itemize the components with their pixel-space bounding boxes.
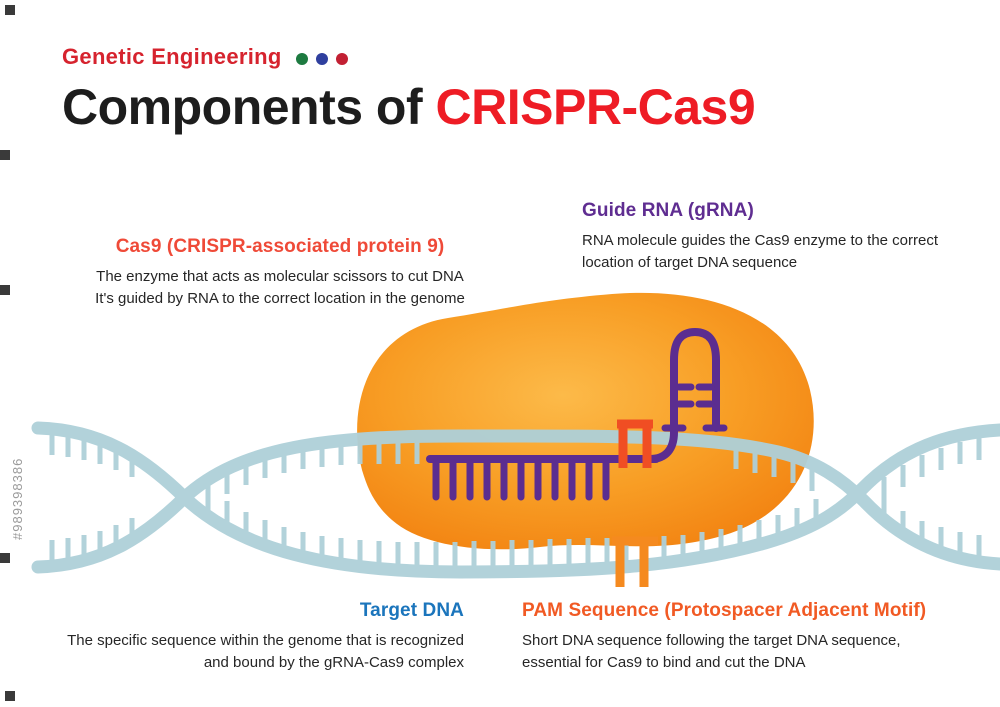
cas9-description-line1: The enzyme that acts as molecular scisso… <box>96 268 464 285</box>
page-title: Components of CRISPR-Cas9 <box>62 78 756 136</box>
green-dot-icon <box>295 53 308 65</box>
watermark-mark <box>5 5 15 15</box>
target-dna-title: Target DNA <box>359 600 464 621</box>
guide-rna <box>426 328 728 501</box>
title-main: Components of <box>62 79 436 135</box>
grna-description-line2: location of target DNA sequence <box>582 254 798 271</box>
title-accent: CRISPR-Cas9 <box>435 79 756 135</box>
eyebrow-label: Genetic Engineering <box>62 44 282 69</box>
pam-marker-top <box>617 419 653 468</box>
watermark-mark <box>0 150 10 160</box>
cas9-title: Cas9 (CRISPR-associated protein 9) <box>115 236 445 257</box>
grna-hairpin-loop <box>646 328 720 463</box>
red-dot-icon <box>335 53 348 65</box>
target-dna-description-line2: and bound by the gRNA-Cas9 complex <box>203 654 464 671</box>
dna-strand-bottom <box>31 429 1000 574</box>
target-dna-description-line1: The specific sequence within the genome … <box>67 632 464 649</box>
header: Genetic Engineering Components of CRISPR… <box>62 44 756 136</box>
decorative-dots <box>295 53 348 65</box>
watermark-mark <box>0 285 10 295</box>
grna-label-block: Guide RNA (gRNA) RNA molecule guides the… <box>582 200 992 274</box>
grna-base-teeth <box>432 459 610 501</box>
base-pairs-right <box>881 438 982 557</box>
target-dna-label-block: Target DNA The specific sequence within … <box>20 600 464 674</box>
pam-description-line2: essential for Cas9 to bind and cut the D… <box>522 654 806 671</box>
grna-title: Guide RNA (gRNA) <box>582 200 754 221</box>
cas9-description-line2: It's guided by RNA to the correct locati… <box>95 290 465 307</box>
dna-strand-top <box>31 421 1000 579</box>
eyebrow-row: Genetic Engineering <box>62 44 755 70</box>
grna-hairpin-rungs <box>661 383 728 432</box>
watermark-mark <box>0 553 10 563</box>
pam-title: PAM Sequence (Protospacer Adjacent Motif… <box>522 600 927 621</box>
pam-description-line1: Short DNA sequence following the target … <box>522 632 901 649</box>
watermark-mark <box>5 691 15 701</box>
grna-description-line1: RNA molecule guides the Cas9 enzyme to t… <box>582 232 939 249</box>
base-pairs-left <box>49 433 135 562</box>
pam-label-block: PAM Sequence (Protospacer Adjacent Motif… <box>522 600 992 674</box>
base-pairs-bubble-top <box>205 440 815 505</box>
pam-marker-bottom <box>612 536 658 587</box>
cas9-protein-shape <box>357 292 814 550</box>
watermark-id: #989398386 <box>10 457 25 540</box>
blue-dot-icon <box>315 53 328 65</box>
cas9-label-block: Cas9 (CRISPR-associated protein 9) The e… <box>60 236 500 310</box>
dna-double-helix <box>31 421 1000 579</box>
